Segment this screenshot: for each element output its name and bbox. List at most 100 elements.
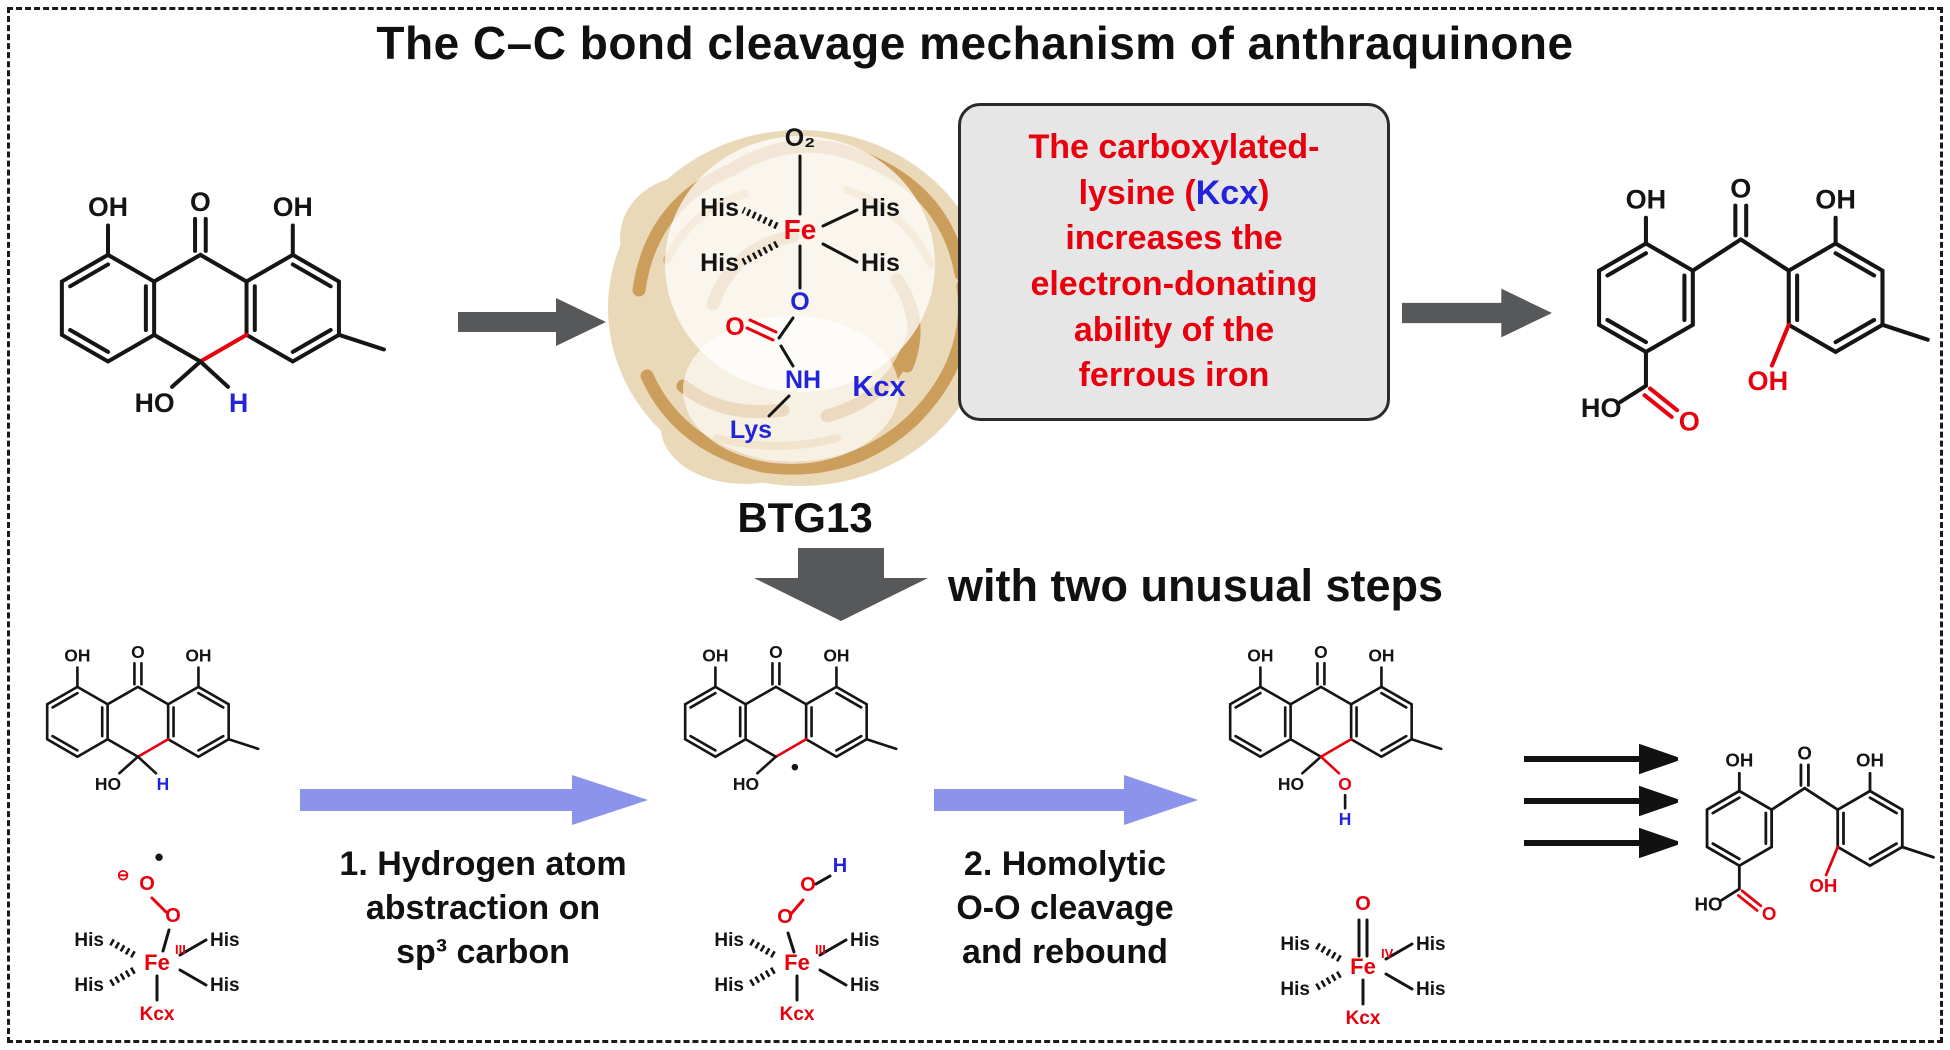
atom-fe: Fe (144, 950, 170, 975)
atom-oh: OH (1368, 646, 1394, 666)
atom-ho: HO (733, 774, 759, 794)
atom-oh: OH (1247, 646, 1273, 666)
callout-line: ferrous iron (1078, 356, 1270, 395)
atom-his: His (714, 975, 744, 996)
atom-fe: Fe (784, 214, 817, 245)
atom-o: O (1314, 642, 1328, 662)
atom-o-red: O (1338, 774, 1352, 794)
substrate-structure-step2: OH O OH HO • (683, 642, 898, 794)
atom-his: His (861, 249, 900, 277)
minus-charge: ⊖ (117, 867, 130, 884)
his-solid-bonds (798, 208, 859, 290)
atom-his: His (850, 930, 880, 951)
callout-text: ) (1258, 173, 1270, 212)
atom-oh: OH (273, 192, 313, 222)
atom-his: His (210, 930, 240, 951)
substrate-structure-step1: OH O OH HO H (45, 642, 260, 794)
callout-line: lysine (Kcx) (961, 171, 1387, 217)
atom-oh: OH (185, 646, 211, 666)
his-hash-bonds (741, 206, 779, 266)
substrate-structure-main: OH O OH HO H (59, 187, 386, 418)
atom-o: O (139, 873, 155, 895)
step2-label: 2. Homolytic O-O cleavage and rebound (940, 842, 1190, 975)
o-o-bond (789, 898, 805, 916)
kcx-label: Kcx (852, 371, 905, 403)
arrow-right-step1 (300, 775, 648, 825)
fe-oxidation-state: III (815, 942, 826, 957)
atom-o: O (190, 187, 211, 217)
atom-oh: OH (88, 192, 128, 222)
kcx-label: Kcx (780, 1004, 815, 1025)
fe-oxo-complex: O Fe IV His His His His Kcx (1280, 893, 1446, 1029)
atom-oh: OH (1815, 183, 1856, 214)
atom-o: O (800, 874, 816, 896)
c10-bonds (1301, 755, 1323, 775)
substrate-structure-step3: OH O OH HO O H (1228, 642, 1443, 829)
atom-o: O (165, 905, 181, 927)
iron-active-site: O₂ Fe His His His His O O NH Kcx Lys (700, 124, 906, 444)
c10-bonds (756, 755, 778, 775)
kcx-label: Kcx (140, 1004, 175, 1025)
kcx-carbonyl-bond (745, 318, 778, 342)
atom-h: H (229, 388, 248, 418)
step1-line: sp³ carbon (396, 933, 570, 972)
atom-fe: Fe (784, 950, 810, 975)
radical-dot: • (791, 754, 799, 780)
figure-title: The C–C bond cleavage mechanism of anthr… (376, 17, 1574, 69)
atom-his: His (1280, 934, 1310, 955)
atom-oh: OH (1626, 183, 1667, 214)
atom-ho: HO (135, 388, 175, 418)
atom-o-carbonyl: O (725, 313, 744, 341)
atom-his: His (1416, 934, 1446, 955)
arrow-right-gray-2 (1402, 288, 1552, 338)
atom-his: His (74, 930, 104, 951)
atom-oh: OH (702, 646, 728, 666)
c10-bonds (170, 359, 230, 389)
o-o-bond (150, 896, 168, 914)
atom-o: O (777, 906, 793, 928)
radical-dot: • (154, 842, 163, 872)
atom-nh: NH (785, 366, 821, 394)
fe-oxidation-state: IV (1381, 946, 1394, 961)
atom-oh: OH (1856, 750, 1884, 771)
lys-label: Lys (730, 416, 772, 444)
step2-line: O-O cleavage (956, 889, 1174, 928)
atom-his: His (210, 975, 240, 996)
callout-line: increases the (1065, 219, 1283, 258)
atom-o: O (769, 642, 783, 662)
arrow-right-gray-1 (458, 298, 606, 346)
product-structure-final: OH O OH HO O OH (1695, 742, 1935, 924)
kcx-callout-box: The carboxylated- lysine (Kcx) increases… (958, 103, 1390, 421)
fe-o-bond (786, 931, 796, 954)
atom-ho: HO (1581, 392, 1622, 423)
atom-h: H (157, 774, 170, 794)
atom-o2: O₂ (785, 124, 816, 152)
c10-bonds (118, 755, 158, 775)
arrow-right-step2 (934, 775, 1198, 825)
atom-ho: HO (1695, 893, 1723, 914)
fe-o-double-bond (1357, 918, 1369, 958)
callout-line: electron-donating (1030, 265, 1318, 303)
arrow-down-gray (754, 548, 928, 621)
atom-fe: Fe (1350, 954, 1376, 979)
multi-step-arrows (1524, 744, 1678, 858)
atom-oh-red: OH (1809, 875, 1837, 896)
step1-label: 1. Hydrogen atom abstraction on sp³ carb… (318, 842, 648, 975)
atom-o-acid: O (1679, 406, 1700, 437)
callout-kcx: Kcx (1195, 173, 1259, 212)
c10-o-red-bond (1319, 755, 1341, 775)
fe-o-bond (161, 928, 171, 953)
fe-superoxo-complex: • ⊖ O O Fe III His His His His Kcx (74, 842, 240, 1025)
arrow-shape (458, 298, 606, 346)
step1-line: abstraction on (365, 889, 601, 928)
step2-line: 2. Homolytic (963, 845, 1167, 883)
atom-h: H (833, 855, 847, 877)
atom-o: O (1797, 742, 1812, 763)
callout-line: The carboxylated- (1028, 128, 1320, 167)
atom-ho: HO (95, 774, 121, 794)
atom-his: His (700, 194, 739, 222)
atom-his: His (1416, 979, 1446, 1000)
step1-line: 1. Hydrogen atom (339, 845, 627, 883)
atom-o-kcx: O (790, 288, 809, 316)
